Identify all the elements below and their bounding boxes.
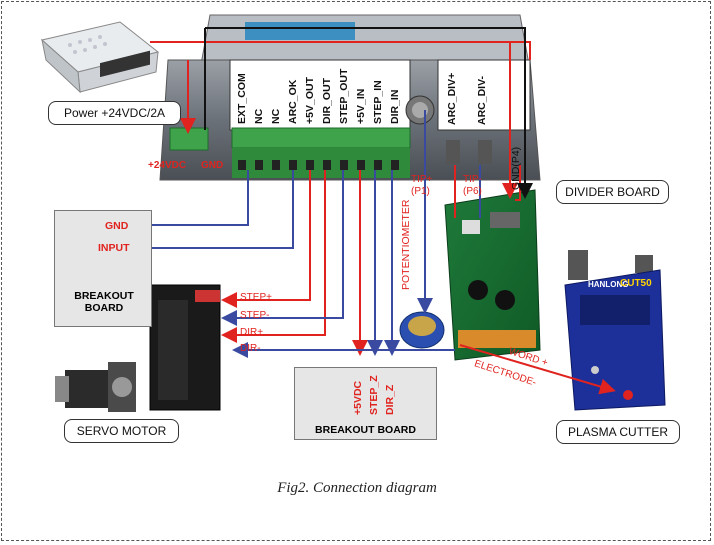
divider-board-label-box: DIVIDER BOARD [556, 180, 669, 204]
black-wires [204, 27, 533, 199]
terminal-step-out: STEP_OUT [338, 68, 350, 124]
breakout-bottom-title: BREAKOUT BOARD [315, 424, 416, 436]
terminal-nc-2: NC [270, 108, 282, 124]
servo-motor-image [55, 362, 136, 412]
wire-24v-top [150, 41, 531, 60]
signal-step-z: STEP_Z [368, 375, 380, 415]
signal-dir-minus: DIR- [240, 343, 261, 354]
label-gnd-supply: GND [201, 160, 224, 171]
label-input-breakout: INPUT [98, 242, 130, 254]
wire-work-plus [459, 344, 616, 395]
wire-gnd [134, 170, 249, 233]
terminal-arc-div-minus: ARC_DIV- [476, 75, 488, 125]
breakout-board-bottom [294, 367, 437, 440]
servo-drive [149, 284, 221, 411]
power-supply [40, 21, 160, 94]
signal-5vdc: +5VDC [352, 380, 364, 415]
figure-caption: Fig2. Connection diagram [277, 480, 437, 496]
red-wires [150, 41, 616, 395]
label-tip-plus: TIP+ [411, 174, 433, 185]
label-p6: (P6) [463, 186, 482, 197]
power-label: Power +24VDC/2A [63, 106, 166, 120]
breakout-board-left [54, 210, 152, 327]
signal-step-plus: STEP+ [240, 292, 272, 303]
signal-step-minus: STEP- [240, 310, 270, 321]
label-gnd-p4: GND(P4) [510, 146, 522, 190]
potentiometer-image [399, 311, 445, 349]
wire-arc [515, 165, 521, 201]
terminal-arc-ok: ARC_OK [287, 79, 299, 124]
divider-board-image [444, 189, 541, 361]
label-24vdc: +24VDC [148, 160, 187, 171]
wire-gnd-top [205, 27, 533, 199]
plasma-cutter-label: PLASMA CUTTER [567, 425, 669, 439]
terminal-5v-out: +5V_OUT [304, 77, 316, 124]
label-gnd-breakout: GND [105, 220, 129, 232]
terminal-5v-in: +5V_IN [355, 88, 367, 124]
plasma-cutter-label-box: PLASMA CUTTER [556, 420, 680, 444]
terminal-ext-com: EXT_COM [236, 73, 248, 124]
wire-input [134, 170, 294, 256]
blue-wires [134, 110, 481, 358]
terminal-step-in: STEP_IN [372, 80, 384, 124]
cutter-brand: HANLONG [588, 280, 629, 289]
breakout-left-title: BREAKOUT BOARD [74, 290, 134, 314]
servo-motor-label: SERVO MOTOR [76, 424, 167, 438]
potentiometer-label: POTENTIOMETER [400, 199, 412, 290]
terminal-dir-in: DIR_IN [389, 89, 401, 124]
terminal-arc-div-plus: ARC_DIV+ [446, 72, 458, 125]
signal-dir-z: DIR_Z [384, 384, 396, 415]
signal-dir-plus: DIR+ [240, 327, 264, 338]
label-tip-minus: TIP- [463, 174, 482, 185]
power-label-box: Power +24VDC/2A [48, 101, 181, 125]
label-p1: (P1) [411, 186, 430, 197]
terminal-dir-out: DIR_OUT [321, 77, 333, 124]
wire-step-plus [221, 170, 311, 308]
wire-dir-plus [221, 170, 326, 343]
servo-motor-label-box: SERVO MOTOR [64, 419, 179, 443]
plasma-cutter-image [564, 250, 666, 411]
wire-step-minus [221, 170, 344, 326]
terminal-nc-1: NC [253, 108, 265, 124]
cutter-model: CUT50 [620, 278, 652, 289]
divider-board-label: DIVIDER BOARD [565, 185, 660, 199]
